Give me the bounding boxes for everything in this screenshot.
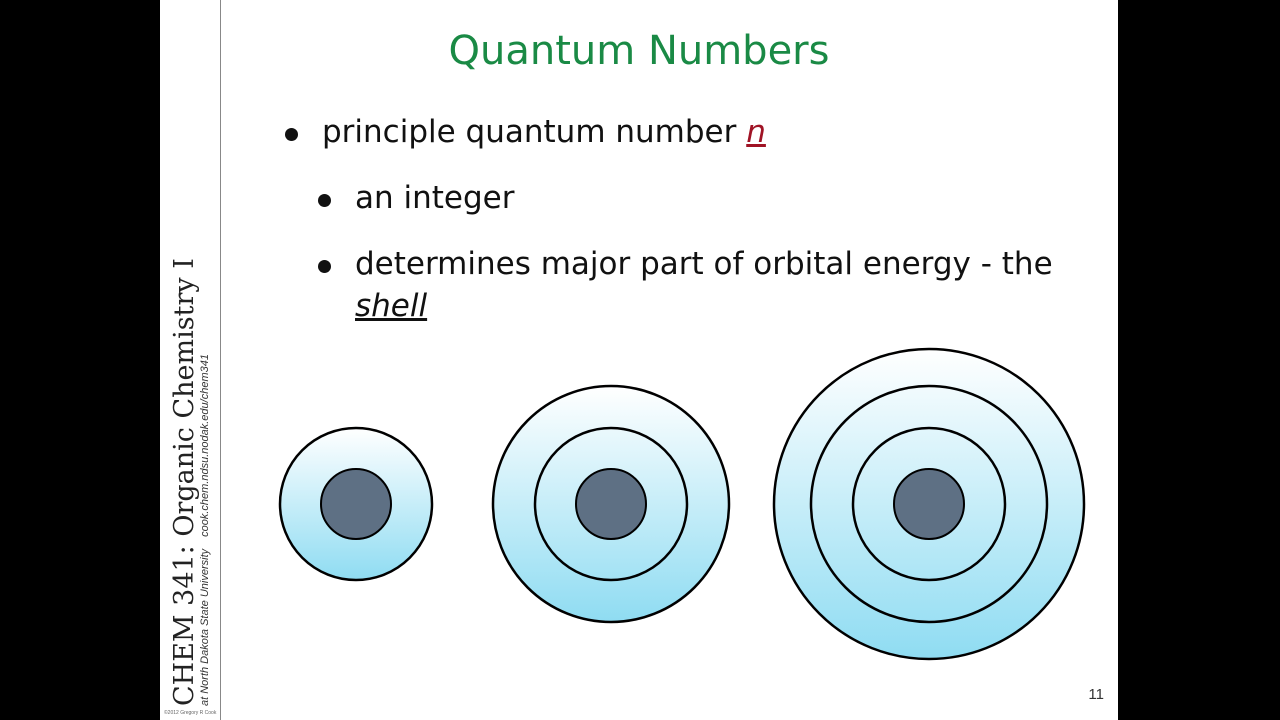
atom-2-shells xyxy=(493,386,729,622)
page-number: 11 xyxy=(1088,686,1104,703)
atom-1-shell xyxy=(280,428,432,580)
nucleus xyxy=(894,469,964,539)
shell-diagram xyxy=(160,0,1118,720)
slide: CHEM 341: Organic Chemistry I at North D… xyxy=(160,0,1118,720)
atom-3-shells xyxy=(774,349,1084,659)
nucleus xyxy=(576,469,646,539)
nucleus xyxy=(321,469,391,539)
